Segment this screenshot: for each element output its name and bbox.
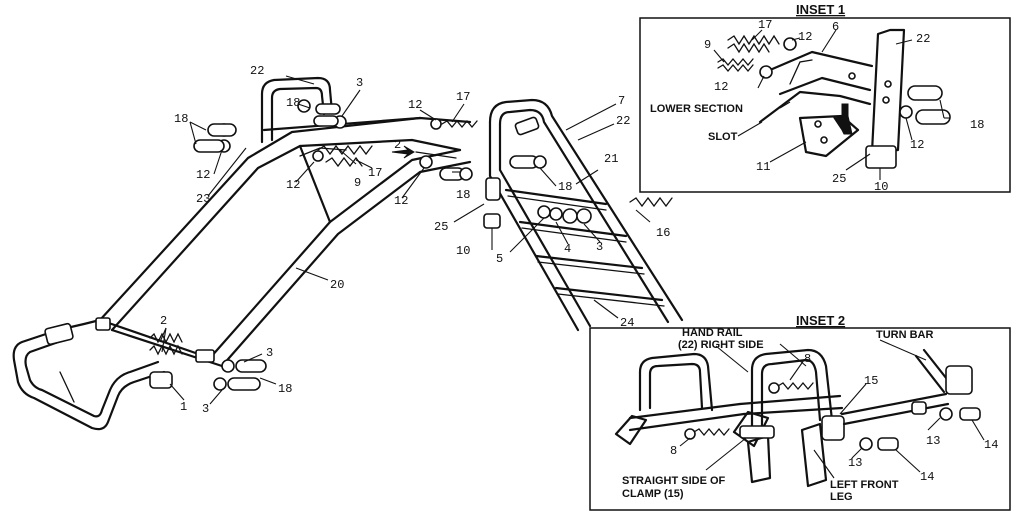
label-17: 17 xyxy=(456,90,470,104)
label-21: 21 xyxy=(604,152,618,166)
label-23: 23 xyxy=(196,192,210,206)
ladder-step xyxy=(534,254,644,270)
ladder-step xyxy=(504,188,608,206)
label-18: 18 xyxy=(456,188,470,202)
inset-1-label-17: 17 xyxy=(758,18,772,32)
label-3: 3 xyxy=(266,346,273,360)
inset-1-slot: SLOT xyxy=(708,131,738,143)
inset-1-label-12: 12 xyxy=(910,138,924,152)
label-5: 5 xyxy=(496,252,503,266)
slide-chute xyxy=(98,116,472,322)
ladder-left-rail xyxy=(488,98,684,322)
inset-2-left-front: LEFT FRONT xyxy=(830,479,899,491)
label-18: 18 xyxy=(286,96,300,110)
inset-2-label-8: 8 xyxy=(804,352,811,366)
label-25: 25 xyxy=(434,220,448,234)
label-1: 1 xyxy=(180,400,187,414)
inset-1-label-9: 9 xyxy=(704,38,711,52)
inset-2-title: INSET 2 xyxy=(796,313,845,328)
slide-exit-loop xyxy=(12,328,166,431)
inset-2-right-side: (22) RIGHT SIDE xyxy=(678,339,764,351)
label-3: 3 xyxy=(202,402,209,416)
inset-2-label-14: 14 xyxy=(984,438,998,452)
inset-1: INSET 1 xyxy=(639,2,1011,194)
inset-1-frame xyxy=(639,17,1011,193)
inset-1-label-18: 18 xyxy=(970,118,984,132)
label-3: 3 xyxy=(356,76,363,90)
label-18: 18 xyxy=(278,382,292,396)
label-3: 3 xyxy=(596,240,603,254)
inset-2: INSET 2 xyxy=(589,313,1011,511)
label-17: 17 xyxy=(368,166,382,180)
label-16: 16 xyxy=(656,226,670,240)
label-12: 12 xyxy=(394,194,408,208)
label-9: 9 xyxy=(354,176,361,190)
inset-2-label-15: 15 xyxy=(864,374,878,388)
inset-1-label-25: 25 xyxy=(832,172,846,186)
label-24: 24 xyxy=(620,316,634,330)
label-22: 22 xyxy=(250,64,264,78)
label-4: 4 xyxy=(564,242,571,256)
inset-2-hand-rail: HAND RAIL xyxy=(682,327,743,339)
label-22: 22 xyxy=(616,114,630,128)
inset-2-frame xyxy=(589,327,1011,511)
inset-1-label-6: 6 xyxy=(832,20,839,34)
ladder-right-rail xyxy=(488,120,580,332)
slide-main-assembly: 22 3 18 12 17 7 22 21 18 12 23 12 9 17 2… xyxy=(12,64,684,431)
inset-1-label-22: 22 xyxy=(916,32,930,46)
inset-2-straight-side: STRAIGHT SIDE OF xyxy=(622,475,726,487)
inset-1-label-12: 12 xyxy=(714,80,728,94)
ladder-step xyxy=(554,286,664,302)
inset-1-label-10: 10 xyxy=(874,180,888,194)
inset-2-leg: LEG xyxy=(830,491,853,503)
label-18: 18 xyxy=(558,180,572,194)
label-12: 12 xyxy=(196,168,210,182)
inset-2-turn-bar: TURN BAR xyxy=(876,329,933,341)
inset-2-clamp-15: CLAMP (15) xyxy=(622,488,684,500)
inset-2-label-13: 13 xyxy=(848,456,862,470)
label-12: 12 xyxy=(408,98,422,112)
label-2: 2 xyxy=(394,138,401,152)
inset-2-label-13: 13 xyxy=(926,434,940,448)
inset-2-label-8: 8 xyxy=(670,444,677,458)
inset-1-label-11: 11 xyxy=(756,160,770,174)
label-7: 7 xyxy=(618,94,625,108)
label-10: 10 xyxy=(456,244,470,258)
inset-1-lower-section: LOWER SECTION xyxy=(650,103,743,115)
label-20: 20 xyxy=(330,278,344,292)
inset-1-label-12: 12 xyxy=(798,30,812,44)
label-18: 18 xyxy=(174,112,188,126)
label-12: 12 xyxy=(286,178,300,192)
inset-2-label-14: 14 xyxy=(920,470,934,484)
inset-1-title: INSET 1 xyxy=(796,2,845,17)
label-2: 2 xyxy=(160,314,167,328)
